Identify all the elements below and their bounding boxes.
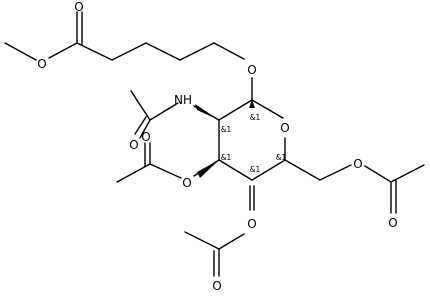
stereo-label-c2: &1: [221, 125, 232, 134]
bond-chain-O: [213, 42, 245, 60]
bond-chain-2: [111, 42, 147, 61]
wedge-C1: [249, 100, 255, 108]
bond-acetyl3-methyl: [116, 163, 151, 183]
atom-acetate6-carbonyl-O: O: [388, 216, 397, 230]
bond-chain-4: [179, 42, 215, 61]
bond-C1-ringO: [251, 99, 284, 119]
atom-amide-NH: NH: [174, 93, 192, 107]
bond-C5-C6: [284, 159, 321, 181]
bond-C5-C4: [251, 159, 286, 181]
bond-chain-1: [76, 42, 113, 61]
bond-O-carbonylC: [48, 42, 78, 59]
atom-amide-carbonyl-O: O: [129, 138, 138, 152]
stereo-label-c1: &1: [250, 113, 261, 122]
bond-chain-3: [145, 42, 181, 61]
stereo-label-c3: &1: [221, 153, 232, 162]
atom-acetate4-carbonyl-O: O: [212, 279, 221, 293]
atom-acetate4-ester-O: O: [247, 217, 256, 231]
bond-acyl-double-b: [134, 116, 147, 135]
wedge-C2-N: [195, 104, 219, 120]
bond-acyl-methyl: [130, 90, 151, 121]
bond-O-acetyl4: [218, 233, 245, 250]
bond-N-acyl: [149, 102, 179, 121]
atom-acetate3-ester-O: O: [182, 176, 191, 190]
wedge-C3-O: [197, 160, 219, 178]
atom-ring-O: O: [280, 121, 289, 135]
stereo-label-c5: &1: [276, 153, 287, 162]
bond-O-acetyl6: [364, 165, 392, 183]
atom-acetate6-ester-O: O: [353, 157, 362, 171]
bond-C2-C1: [218, 99, 253, 121]
bond-lines: [4, 11, 425, 277]
atom-ester-O: O: [37, 57, 46, 71]
atom-acetate3-carbonyl-O: O: [141, 130, 150, 144]
atom-glycosidic-O: O: [247, 63, 256, 77]
atom-carbonyl-O-top: O: [74, 0, 83, 14]
stereo-label-c4: &1: [250, 165, 261, 174]
bond-acetyl4-methyl: [184, 231, 220, 250]
bond-acetyl6-methyl: [390, 164, 425, 183]
bond-C6-O: [319, 164, 352, 181]
bond-O-acetyl3: [149, 163, 182, 179]
bond-acyl-double-a: [139, 119, 151, 139]
bond-methyl-O: [4, 42, 37, 61]
bond-C4-C3: [218, 159, 253, 181]
